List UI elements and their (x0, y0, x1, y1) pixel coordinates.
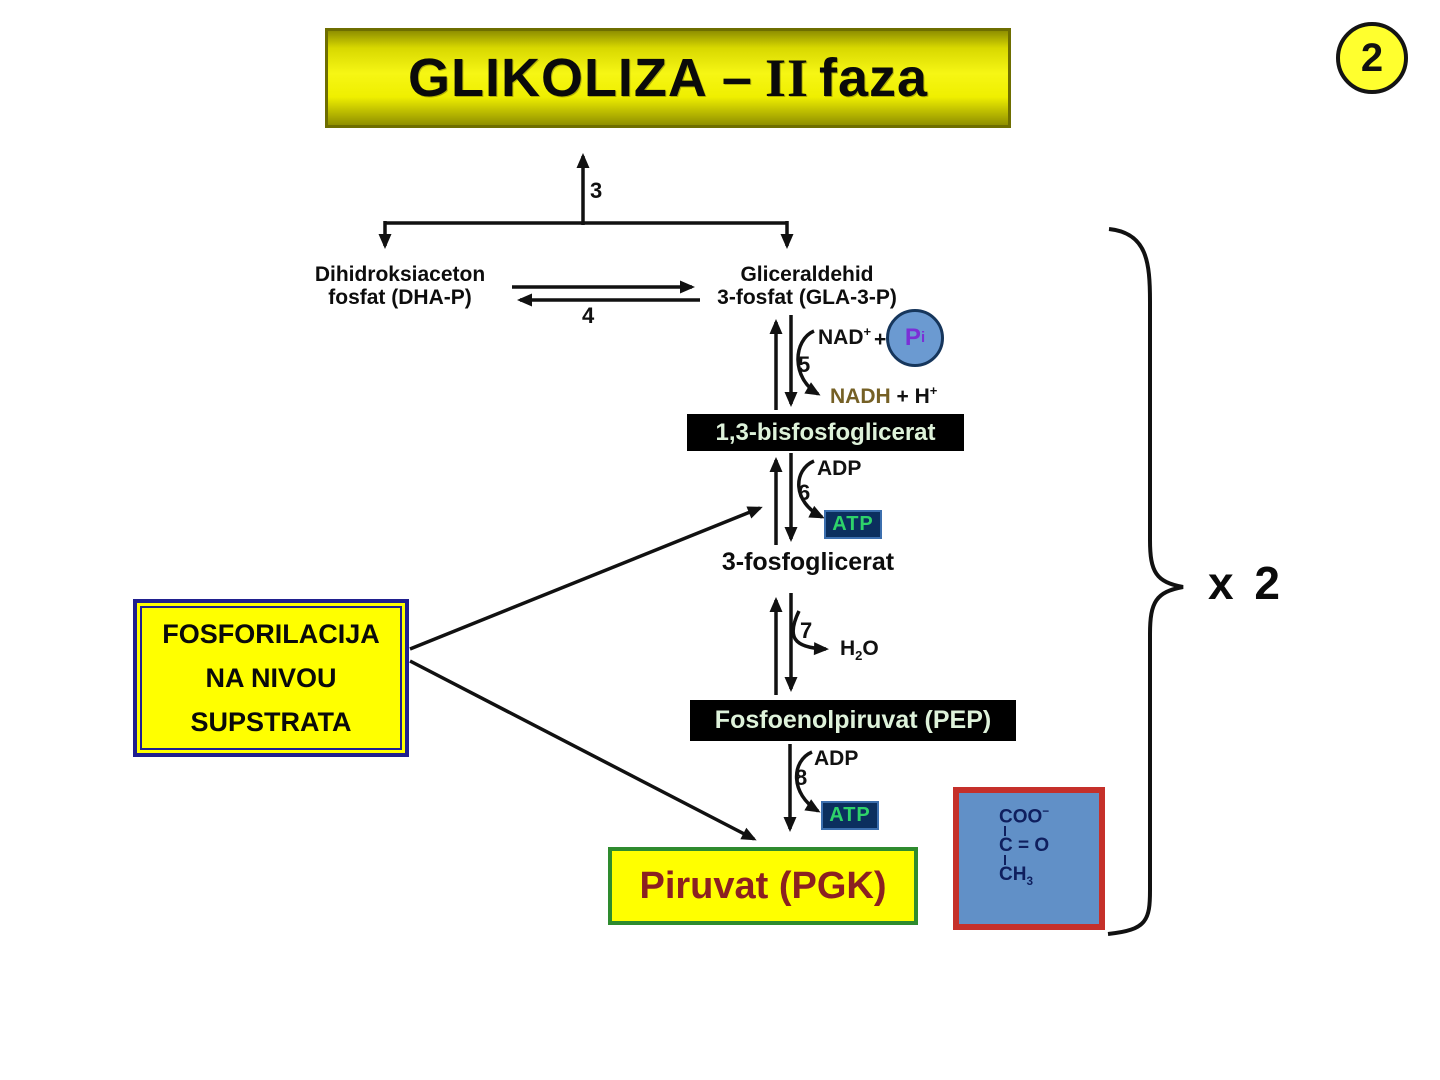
water-subscript: 2 (855, 648, 863, 664)
callout-inner: FOSFORILACIJA NA NIVOU SUPSTRATA (140, 606, 402, 750)
slide-title-suffix: faza (818, 48, 929, 108)
nadh-superscript: + (929, 383, 938, 398)
slide-title-roman-numeral: II (764, 48, 809, 108)
slide-title-banner: GLIKOLIZA – II faza (325, 28, 1011, 128)
nadh-text: NADH (830, 385, 891, 408)
water-h: H (840, 637, 856, 660)
callout-line2: NA NIVOU (205, 663, 337, 693)
molecule-pep-box: Fosfoenolpiruvat (PEP) (690, 700, 1016, 741)
molecule-pg3: 3-fosfoglicerat (721, 548, 895, 576)
structure-coo: COO− (999, 803, 1099, 828)
pi-p-text: P (904, 324, 921, 351)
callout-line1: FOSFORILACIJA (162, 619, 380, 649)
carbonyl-c: C (999, 835, 1013, 857)
plus-sign: + (874, 328, 887, 351)
double-bond: = (1018, 835, 1030, 857)
page-number-badge: 2 (1336, 22, 1408, 94)
coo-minus: − (1042, 805, 1050, 818)
gla3p-line1: Gliceraldehid (740, 263, 874, 286)
step-7-label: 7 (800, 618, 813, 643)
nadh-plus-h: + H (890, 385, 930, 408)
slide-title-text: GLIKOLIZA – (407, 48, 753, 108)
structure-carbonyl: C = O (999, 835, 1099, 857)
substrate-phosphorylation-callout: FOSFORILACIJA NA NIVOU SUPSTRATA (133, 599, 409, 757)
cofactor-adp-step6: ADP (817, 457, 862, 480)
bond-line (1004, 855, 1006, 866)
molecule-gla3p: Gliceraldehid 3-fosfat (GLA-3-P) (692, 263, 922, 309)
atp-step8-text: ATP (829, 804, 871, 826)
nad-text: NAD (818, 326, 864, 349)
pep-text: Fosfoenolpiruvat (PEP) (714, 706, 992, 734)
molecule-pyruvate-box: Piruvat (PGK) (608, 847, 918, 925)
atp-chip-step6: ATP (824, 510, 882, 539)
methyl-subscript: 3 (1026, 875, 1033, 889)
pyruvate-structure-box: COO− C = O CH3 (953, 787, 1105, 930)
atp-step6-text: ATP (832, 513, 874, 535)
gla3p-line2: 3-fosfat (GLA-3-P) (717, 286, 897, 309)
step-4-label: 4 (582, 303, 595, 328)
bpg-text: 1,3-bisfosfoglicerat (715, 418, 936, 446)
pyruvate-text: Piruvat (PGK) (639, 864, 887, 907)
cofactor-nadh: NADH + H+ (830, 383, 937, 409)
molecule-dhap: Dihidroksiaceton fosfat (DHA-P) (290, 263, 510, 309)
multiplier-label: x 2 (1208, 557, 1284, 609)
water-o: O (862, 637, 879, 660)
cofactor-adp-step8: ADP (814, 747, 859, 770)
carbonyl-o: O (1034, 835, 1050, 857)
dhap-line2: fosfat (DHA-P) (328, 286, 472, 309)
page-number: 2 (1360, 35, 1384, 80)
step-5-label: 5 (798, 352, 811, 377)
step-6-label: 6 (798, 480, 811, 505)
methyl-ch: CH (999, 864, 1027, 886)
nad-superscript: + (863, 324, 872, 339)
coo-text: COO (999, 806, 1043, 828)
step-3-label: 3 (590, 178, 603, 203)
dhap-line1: Dihidroksiaceton (314, 263, 486, 286)
callout-line3: SUPSTRATA (190, 707, 352, 737)
molecule-bpg-box: 1,3-bisfosfoglicerat (687, 414, 964, 451)
pi-i-subscript: i (920, 330, 926, 346)
cofactor-water: H2O (840, 637, 879, 663)
bond-line (1004, 826, 1006, 837)
atp-chip-step8: ATP (821, 801, 879, 830)
step-8-label: 8 (795, 765, 808, 790)
cofactor-nad: NAD+ (818, 324, 871, 350)
structure-methyl: CH3 (999, 864, 1099, 890)
